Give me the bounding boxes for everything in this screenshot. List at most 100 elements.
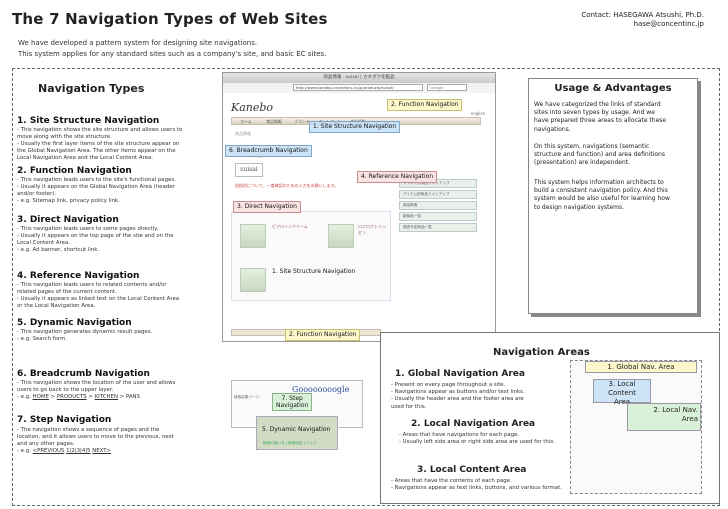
step-next-link[interactable]: NEXT> [92, 448, 112, 454]
usage-line: sites into seven types by usage. And we [534, 109, 655, 117]
area-title-local: 2. Local Navigation Area [411, 419, 536, 429]
kanebo-logo: Kanebo [231, 101, 274, 114]
crumb-separator: > [118, 394, 126, 400]
mock-crumb-text[interactable]: 商品情報 [235, 131, 251, 136]
crumb-link-kitchen[interactable]: KITCHEN [94, 394, 118, 400]
mock-local-nav-item[interactable]: 商品検索 [399, 201, 477, 210]
wire-global-area: 1. Global Nav. Area [585, 361, 697, 373]
desc-line: or the Local Navigation Area. [17, 303, 96, 309]
type-title-step: 7. Step Navigation [17, 415, 112, 425]
type-desc-step: - The navigation shows a sequence of pag… [17, 427, 223, 455]
contact-info: Contact: HASEGAWA Atsushi, Ph.D. hase@co… [504, 11, 704, 29]
type-desc-dynamic: - This navigation generates dynamic resu… [17, 329, 223, 343]
type-desc-breadcrumb: - This navigation shows the location of … [17, 380, 223, 401]
usage-line: to design navigation systems. [534, 203, 625, 211]
label-function-nav-bottom: 2. Function Navigation [285, 329, 361, 341]
label-breadcrumb-nav: 6. Breadcrumb Navigation [225, 145, 312, 157]
usage-para-1: We have categorized the links of standar… [534, 101, 694, 134]
dynamic-help-links[interactable]: 検索の使い方 | 詳細設定 | ヘルプ [263, 441, 317, 445]
intro-line-1: We have developed a pattern system for d… [18, 39, 258, 47]
desc-line: move along with the site structure. [17, 134, 112, 140]
desc-line: - Usually the header area and the footer… [391, 396, 524, 403]
browser-mockup: 商品情報 - suisai | カネボウ化粧品 http://www.kaneb… [222, 72, 496, 342]
areas-title: Navigation Areas [493, 347, 590, 358]
desc-line: - Navigations appear as text links, butt… [391, 485, 562, 492]
desc-line: Local Navigation Area and the Local Cont… [17, 155, 153, 161]
contact-name: Contact: HASEGAWA Atsushi, Ph.D. [581, 11, 704, 19]
mock-local-nav-item[interactable]: 発売予定商品一覧 [399, 223, 477, 232]
browser-titlebar: 商品情報 - suisai | カネボウ化粧品 [223, 73, 495, 83]
mock-gnav-item[interactable]: 商品情報 [266, 119, 282, 124]
step-page-links[interactable]: 1|2|3|4|5 [66, 448, 91, 454]
page-title: The 7 Navigation Types of Web Sites [12, 10, 328, 28]
browser-address-bar[interactable]: http://www.kanebo-cosmetics.co.jp/produc… [293, 84, 423, 91]
mock-local-nav-item[interactable]: 新商品一覧 [399, 212, 477, 221]
usage-line: structure and function) and area definit… [534, 151, 665, 159]
area-desc-content: - Areas that have the contents of each p… [391, 478, 591, 492]
step-label-line: Navigation [276, 402, 309, 409]
desc-line: - Areas that have the contents of each p… [391, 478, 512, 484]
mock-red-note[interactable]: 肌悩別について、一度確認のための入力をお願いします。 [235, 183, 339, 188]
desc-line: - This navigation leads users to related… [17, 282, 167, 288]
types-heading: Navigation Types [38, 82, 145, 95]
step-prev-link[interactable]: <PREVIOUS [32, 448, 65, 454]
breadcrumb-example: - e.g. HOME > PRODUCTS > KITCHEN > PANS [17, 394, 223, 401]
mock-gnav-item[interactable]: ホーム [240, 119, 252, 124]
product-image[interactable] [240, 268, 266, 292]
intro-line-2: This system applies for any standard sit… [18, 50, 327, 58]
type-title-reference: 4. Reference Navigation [17, 271, 140, 281]
usage-line: have prepared three areas to allocate th… [534, 117, 667, 125]
usage-line: We have categorized the links of standar… [534, 101, 661, 108]
crumb-link-products[interactable]: PRODUCTS [56, 394, 87, 400]
desc-line: - Usually left side area or right side a… [399, 439, 555, 446]
crumb-link-home[interactable]: HOME [32, 394, 49, 400]
product-image[interactable] [328, 224, 354, 248]
product-image[interactable] [240, 224, 266, 248]
google-logo: Goooooooogle [292, 385, 350, 394]
desc-line: - Present on every page throughout a sit… [391, 382, 506, 388]
area-wireframe: 1. Global Nav. Area 3. Local Content Are… [570, 360, 702, 494]
desc-line: - Areas that have navigations for each p… [399, 432, 520, 438]
label-direct-nav: 3. Direct Navigation [233, 201, 301, 213]
example-prefix: - e.g. [17, 394, 33, 400]
main-frame [12, 68, 720, 506]
desc-line: used for this. [391, 403, 427, 410]
type-desc-site-structure: - This navigation shows the site structu… [17, 127, 223, 162]
desc-line: Local Content Area. [17, 240, 70, 246]
types-list: 1. Site Structure Navigation - This navi… [17, 72, 203, 502]
type-title-direct: 3. Direct Navigation [17, 215, 119, 225]
usage-line: navigations. [534, 125, 571, 133]
desc-line: and/or footer). [17, 191, 57, 197]
browser-search-box[interactable]: Google [427, 84, 467, 91]
product-name[interactable]: ピアロインクリーム [272, 224, 308, 229]
label-dynamic-nav: 5. Dynamic Navigation [262, 426, 331, 433]
type-title-function: 2. Function Navigation [17, 166, 132, 176]
mock-local-nav-item[interactable]: アイテム別商品ラインアップ [399, 190, 477, 199]
usage-panel: Usage & Advantages We have categorized t… [528, 78, 698, 314]
mock-gnav-item[interactable]: ブランド [294, 119, 310, 124]
type-title-dynamic: 5. Dynamic Navigation [17, 318, 132, 328]
desc-line: - Usually the first layer items of the s… [17, 141, 180, 147]
crumb-separator: > [48, 394, 57, 400]
desc-line: - e.g. Sitemap link, privacy policy link… [17, 198, 120, 204]
desc-line: - Usually it appears as linked text on t… [17, 296, 180, 302]
wire-local-area: 2. Local Nav. Area [627, 403, 701, 431]
usage-para-2: On this system, navigations (semantic st… [534, 143, 694, 168]
contact-email[interactable]: hase@concentinc.jp [633, 20, 704, 28]
dynamic-nav-mockup: 5. Dynamic Navigation 検索の使い方 | 詳細設定 | ヘル… [256, 416, 338, 450]
area-title-content: 3. Local Content Area [417, 465, 527, 475]
usage-title: Usage & Advantages [554, 83, 672, 94]
area-desc-local: - Areas that have navigations for each p… [399, 432, 577, 446]
type-title-site-structure: 1. Site Structure Navigation [17, 116, 160, 126]
desc-line: - This navigation leads users to the sit… [17, 177, 176, 183]
english-link[interactable]: english [470, 111, 485, 116]
desc-line: related pages of the current content. [17, 289, 117, 295]
desc-line: - Navigations appear as buttons and/or t… [391, 389, 525, 396]
type-title-breadcrumb: 6. Breadcrumb Navigation [17, 369, 150, 379]
product-name[interactable]: ロアロクトミッセン [358, 224, 386, 235]
usage-line: This system helps information architects… [534, 179, 664, 186]
desc-line: - e.g. Search form. [17, 336, 68, 342]
label-site-structure-top: 1. Site Structure Navigation [309, 121, 401, 133]
desc-line: - Usually it appears on the Global Navig… [17, 184, 175, 190]
mock-local-nav-item[interactable]: ブランド別商品ラインアップ [399, 179, 477, 188]
